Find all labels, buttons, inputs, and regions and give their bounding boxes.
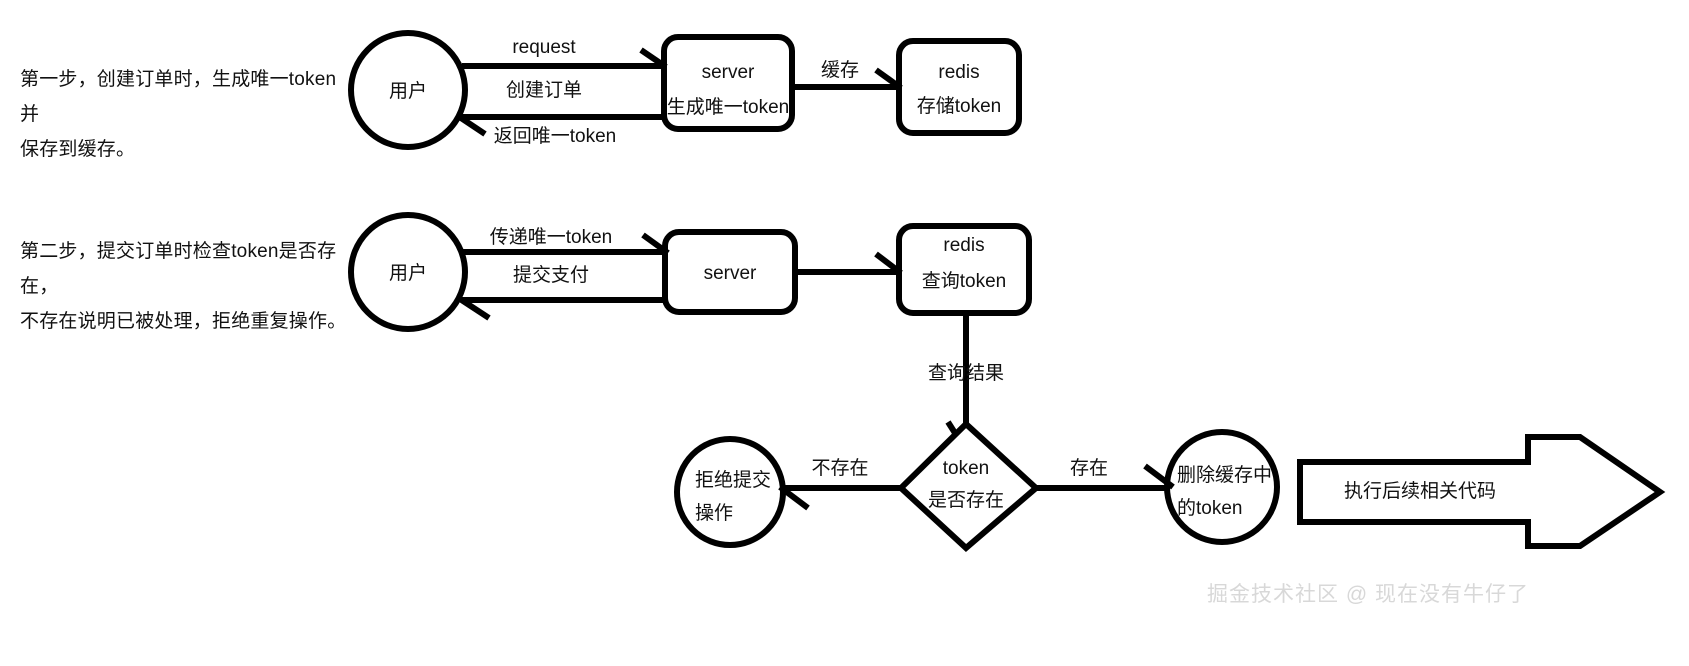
top-redis-box [896,38,1022,136]
edge-server-to-redis-arrowhead [874,251,903,276]
edge-create-order-label: 创建订单 [506,79,582,101]
step-1-description: 第一步，创建订单时，生成唯一token并 保存到缓存。 [20,69,337,160]
edge-request-label: request [512,37,576,58]
reject-circle [674,436,786,548]
edge-return-token-label: 返回唯一token [494,125,616,147]
edge-exist-label: 存在 [1070,457,1108,479]
edge-return-token-arrowhead [456,113,487,137]
decision-diamond [896,419,1041,553]
bottom-server-label: server [704,263,757,284]
top-user-circle [348,30,468,150]
step-2-description: 第二步，提交订单时检查token是否存在， 不存在说明已被处理，拒绝重复操作。 [20,241,347,332]
watermark: 掘金技术社区 @ 现在没有牛仔了 [1207,583,1529,606]
bottom-user-circle [348,212,468,332]
edge-cache-arrowhead [874,67,903,91]
decision-label-line2: 是否存在 [928,489,1004,511]
delete-token-circle [1164,429,1280,545]
delete-token-label-line1: 删除缓存中 [1177,464,1272,486]
reject-label-line2: 操作 [695,502,733,524]
bottom-redis-label-line2: 查询token [922,270,1006,292]
edge-submit-pay-arrowhead [458,296,491,321]
edge-pass-token-label: 传递唯一token [490,226,612,248]
edge-not-exist-label: 不存在 [811,457,868,479]
top-server-label-line1: server [702,62,755,83]
edge-request-arrowhead [639,47,668,70]
decision-label-line1: token [943,458,989,479]
edge-cache-label: 缓存 [821,59,859,81]
delete-token-label-line2: 的token [1177,497,1242,519]
edge-not-exist-arrowhead [778,484,810,511]
edge-pass-token-arrowhead [641,232,670,256]
top-redis-label-line2: 存储token [917,95,1001,117]
edge-submit-pay-label: 提交支付 [513,264,589,286]
reject-label-line1: 拒绝提交 [695,469,771,491]
edge-exist-arrowhead [1143,463,1175,490]
bottom-redis-label-line1: redis [943,235,984,256]
next-code-label: 执行后续相关代码 [1344,480,1496,502]
top-redis-label-line1: redis [938,62,979,83]
top-user-label: 用户 [389,80,427,102]
top-server-label-line2: 生成唯一token [667,96,789,118]
bottom-user-label: 用户 [389,262,427,284]
top-server-box [661,34,795,132]
edge-query-result-label: 查询结果 [928,362,1004,384]
next-code-block-arrow [1297,434,1666,549]
